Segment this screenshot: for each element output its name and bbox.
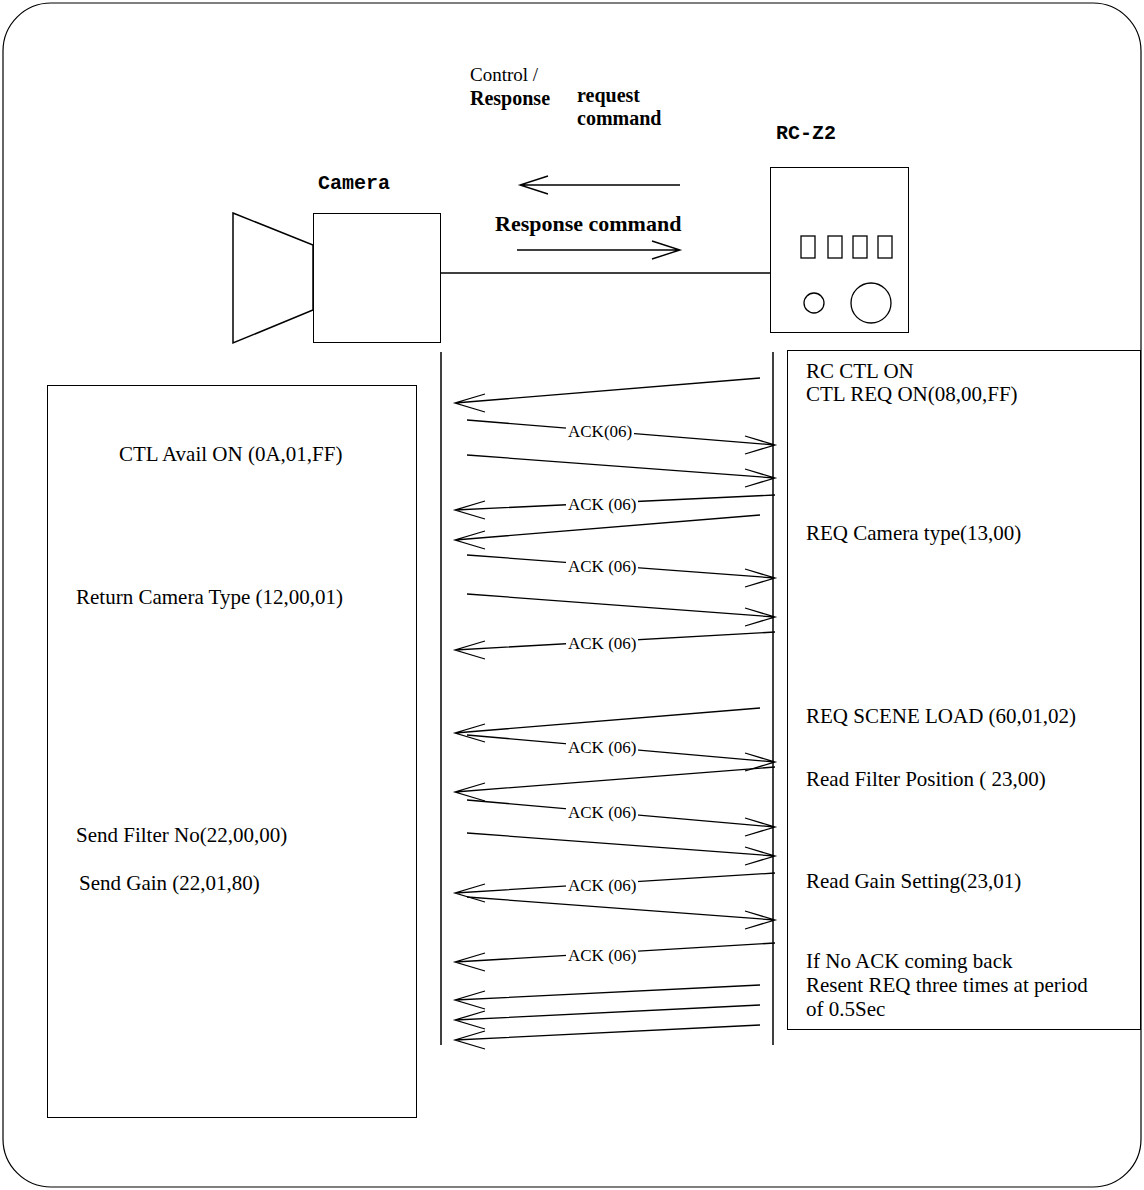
- message-arrow: [455, 632, 775, 659]
- controller-lifeline: [772, 352, 774, 1045]
- message-text: CTL Avail ON (0A,01,FF): [119, 442, 342, 466]
- controller-message-box: RC CTL ONCTL REQ ON(08,00,FF) REQ Camera …: [787, 350, 1141, 1030]
- message-arrows: [455, 378, 775, 1049]
- page-frame: [3, 3, 1141, 1187]
- response-arrow: [517, 241, 680, 259]
- message-arrow: [455, 873, 775, 902]
- message-arrow: [455, 378, 760, 412]
- request-arrow: [520, 176, 680, 194]
- retry-arrow: [455, 1025, 760, 1049]
- cable-connector: [441, 272, 770, 274]
- retry-arrow: [455, 985, 760, 1009]
- message-text: REQ SCENE LOAD (60,01,02): [806, 704, 1076, 728]
- message-arrow: [455, 495, 775, 519]
- panel-controls: [771, 168, 910, 334]
- panel-knob: [804, 293, 824, 313]
- direction-arrows: [517, 176, 680, 259]
- note-text: Resent REQ three times at period of 0.5S…: [806, 973, 1106, 1021]
- ack-label: ACK (06): [566, 634, 638, 654]
- message-text: CTL REQ ON(08,00,FF): [806, 382, 1018, 406]
- device-name: RC-Z2: [776, 122, 836, 145]
- message-text: Return Camera Type (12,00,01): [76, 585, 343, 609]
- panel-button: [853, 236, 867, 258]
- device-name: Camera: [318, 172, 390, 195]
- direction-label: Response: [470, 87, 550, 110]
- ack-label: ACK (06): [566, 803, 638, 823]
- message-text: RC CTL ON: [806, 359, 914, 383]
- camera-message-box: CTL Avail ON (0A,01,FF) Return Camera Typ…: [47, 385, 417, 1118]
- note-text: If No ACK coming back: [806, 949, 1012, 973]
- message-arrow: [467, 594, 775, 626]
- panel-button: [828, 236, 842, 258]
- message-text: REQ Camera type(13,00): [806, 521, 1021, 545]
- message-arrow: [467, 833, 775, 865]
- panel-button: [878, 236, 892, 258]
- message-arrow: [455, 943, 775, 971]
- message-arrow: [467, 555, 775, 587]
- message-text: Read Filter Position ( 23,00): [806, 767, 1046, 791]
- ack-label: ACK (06): [566, 946, 638, 966]
- message-arrow: [455, 767, 775, 801]
- ack-label: ACK (06): [566, 738, 638, 758]
- ack-label: ACK (06): [566, 876, 638, 896]
- ack-label: ACK(06): [566, 422, 634, 442]
- direction-label: command: [577, 107, 661, 130]
- message-arrow: [467, 735, 775, 771]
- camera-lifeline: [440, 352, 442, 1045]
- message-arrow: [455, 708, 760, 742]
- message-arrow: [467, 455, 775, 487]
- message-arrow: [455, 515, 760, 549]
- message-arrow: [467, 897, 775, 929]
- ack-label: ACK (06): [566, 495, 638, 515]
- direction-label: Response command: [495, 211, 681, 236]
- panel-button: [801, 236, 815, 258]
- direction-label: request: [577, 84, 640, 107]
- direction-label: Control /: [470, 64, 538, 86]
- message-text: Read Gain Setting(23,01): [806, 869, 1021, 893]
- message-text: Send Filter No(22,00,00): [76, 823, 287, 847]
- retry-arrow: [455, 1005, 760, 1029]
- panel-knob: [851, 283, 891, 323]
- camera-lens: [233, 213, 313, 343]
- message-text: Send Gain (22,01,80): [79, 871, 260, 895]
- ack-label: ACK (06): [566, 557, 638, 577]
- controller-panel: RC-Z2: [770, 167, 909, 333]
- message-arrow: [467, 800, 775, 836]
- camera-body: Camera: [313, 213, 441, 343]
- lifelines: [441, 352, 773, 1045]
- message-arrow: [467, 420, 775, 454]
